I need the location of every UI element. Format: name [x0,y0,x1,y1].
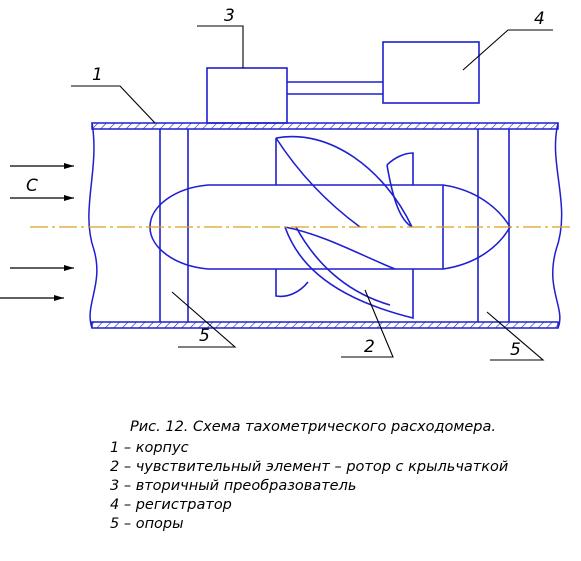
legend-item: 3 – вторичный преобразователь [110,478,357,494]
register-box [382,41,480,104]
rotor-blade-lower-inner [295,226,391,306]
label-flow: C [26,176,38,196]
leader-lines [71,25,553,361]
label-converter: 3 [224,6,235,26]
leader-sensor [341,289,394,358]
rotor-blade-upper-inner [386,164,413,228]
label-sensor: 2 [364,337,375,357]
label-body: 1 [92,65,103,85]
label-support-left: 5 [199,326,210,346]
flow-arrows [0,163,74,301]
rotor-fin-lower [275,269,309,298]
leader-support-left [171,291,237,348]
rotor-blade-upper [275,135,413,228]
leader-converter [197,25,244,68]
pipe-left-break [88,122,98,329]
instruments [206,41,480,124]
pipe-right-break [552,122,563,329]
pipe-top-wall [91,122,559,130]
secondary-converter-box [206,67,288,124]
pipe-body [88,122,563,329]
rotor [149,135,511,320]
supports [159,129,510,322]
legend-item: 1 – корпус [110,440,189,456]
rotor-fin-upper [386,152,414,185]
figure-caption: Рис. 12. Схема тахометрического расходом… [130,419,496,435]
legend-item: 2 – чувствительный элемент – ротор с кры… [110,459,509,475]
leader-body [71,85,156,124]
label-support-right: 5 [510,340,521,360]
legend-block: Рис. 12. Схема тахометрического расходом… [110,418,508,534]
leader-support-right [486,311,545,361]
legend-item: 5 – опоры [110,516,184,532]
legend-item: 4 – регистратор [110,497,232,513]
leader-register [462,29,553,71]
pipe-bottom-wall [91,321,559,329]
label-register: 4 [534,9,545,29]
